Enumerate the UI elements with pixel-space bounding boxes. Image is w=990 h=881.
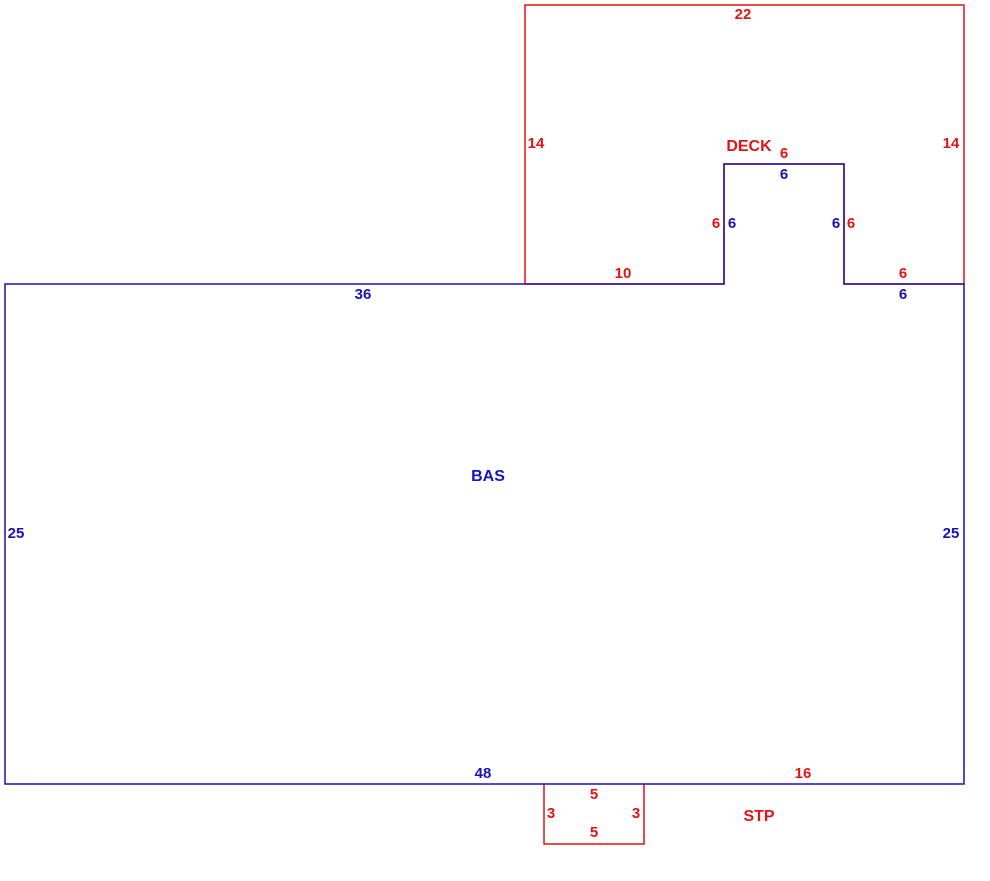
bas-dim-notch-left: 6 (728, 215, 736, 232)
deck-dim-notch-left: 6 (712, 215, 720, 232)
bas-dim-notch-right: 6 (832, 215, 840, 232)
bas-dim-right-step: 6 (899, 286, 907, 303)
deck-dim-notch-top: 6 (780, 145, 788, 162)
stp-dim-right: 3 (632, 805, 640, 822)
stp-dim-bottom: 5 (590, 824, 598, 841)
deck-dim-notch-right: 6 (847, 215, 855, 232)
stp-area-label: STP (743, 808, 774, 825)
stp-dim-left: 3 (547, 805, 555, 822)
deck-dim-top: 22 (735, 6, 752, 23)
bas-dim-bottom: 48 (475, 765, 492, 782)
deck-dim-bottom-shared: 16 (795, 765, 812, 782)
deck-dim-left: 14 (528, 135, 545, 152)
stp-dim-top: 5 (590, 786, 598, 803)
stp-outline (543, 784, 645, 845)
deck-dim-bottom-right: 6 (899, 265, 907, 282)
bas-dim-right: 25 (943, 525, 960, 542)
bas-area-label: BAS (471, 468, 505, 485)
deck-dim-right: 14 (943, 135, 960, 152)
deck-area-label: DECK (726, 138, 772, 155)
bas-dim-notch-top: 6 (780, 166, 788, 183)
bas-outline (4, 163, 965, 785)
bas-area (4, 163, 965, 785)
stp-area (543, 784, 645, 845)
bas-dim-left: 25 (8, 525, 25, 542)
deck-dim-bottom-left: 10 (615, 265, 632, 282)
bas-dim-top: 36 (355, 286, 372, 303)
